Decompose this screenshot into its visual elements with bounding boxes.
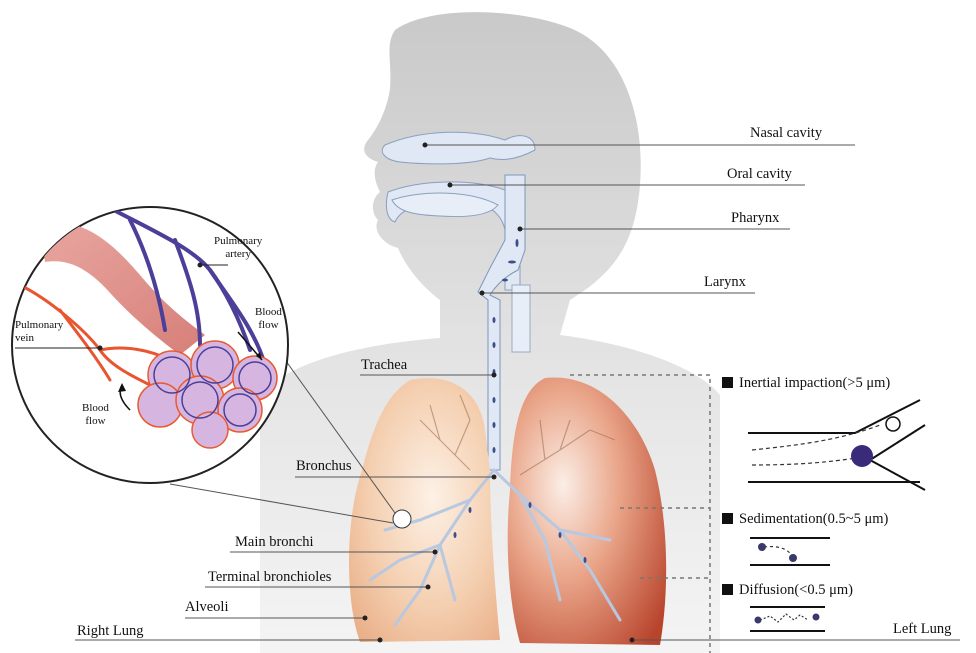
inertial-impaction-heading: Inertial impaction(>5 μm) — [722, 376, 890, 391]
main-bronchi-label: Main bronchi — [235, 535, 314, 550]
pulmonary-artery-label-line1: Pulmonary — [214, 236, 262, 247]
trachea-label: Trachea — [361, 358, 407, 373]
blood-flow-vein-line1: Blood — [82, 403, 109, 414]
pulmonary-vein-label-line1: Pulmonary — [15, 320, 63, 331]
alveolus-marker — [393, 510, 411, 528]
blood-flow-vein-line2: flow — [82, 416, 109, 427]
nasal-cavity-label: Nasal cavity — [750, 126, 822, 141]
sedimentation-text: Sedimentation(0.5~5 μm) — [739, 511, 888, 527]
alveoli-label: Alveoli — [185, 600, 229, 615]
esophagus — [512, 285, 530, 352]
blood-flow-artery-line1: Blood — [255, 307, 282, 318]
blood-flow-label-vein: Blood flow — [82, 403, 109, 427]
sedimentation-heading: Sedimentation(0.5~5 μm) — [722, 512, 888, 527]
diffusion-diagram — [750, 607, 825, 631]
blood-flow-label-artery: Blood flow — [255, 307, 282, 331]
terminal-bronchioles-label: Terminal bronchioles — [208, 570, 331, 585]
sedimentation-diagram — [750, 538, 830, 565]
right-lung-label: Right Lung — [77, 624, 143, 639]
pulmonary-artery-label-line2: artery — [214, 249, 262, 260]
inertial-impaction-diagram — [748, 400, 925, 490]
left-lung-label: Left Lung — [893, 622, 951, 637]
bullet-square-icon — [722, 377, 733, 388]
oral-cavity-label: Oral cavity — [727, 167, 792, 182]
inertial-impaction-text: Inertial impaction(>5 μm) — [739, 375, 890, 391]
blood-flow-artery-line2: flow — [255, 320, 282, 331]
pulmonary-vein-label: Pulmonary vein — [15, 320, 63, 344]
diffusion-heading: Diffusion(<0.5 μm) — [722, 583, 853, 598]
pulmonary-artery-label: Pulmonary artery — [214, 236, 262, 260]
larynx-label: Larynx — [704, 275, 746, 290]
pharynx-label: Pharynx — [731, 211, 779, 226]
pulmonary-vein-label-line2: vein — [15, 333, 63, 344]
bullet-square-icon — [722, 584, 733, 595]
bronchus-label: Bronchus — [296, 459, 352, 474]
diffusion-text: Diffusion(<0.5 μm) — [739, 582, 853, 598]
bullet-square-icon — [722, 513, 733, 524]
